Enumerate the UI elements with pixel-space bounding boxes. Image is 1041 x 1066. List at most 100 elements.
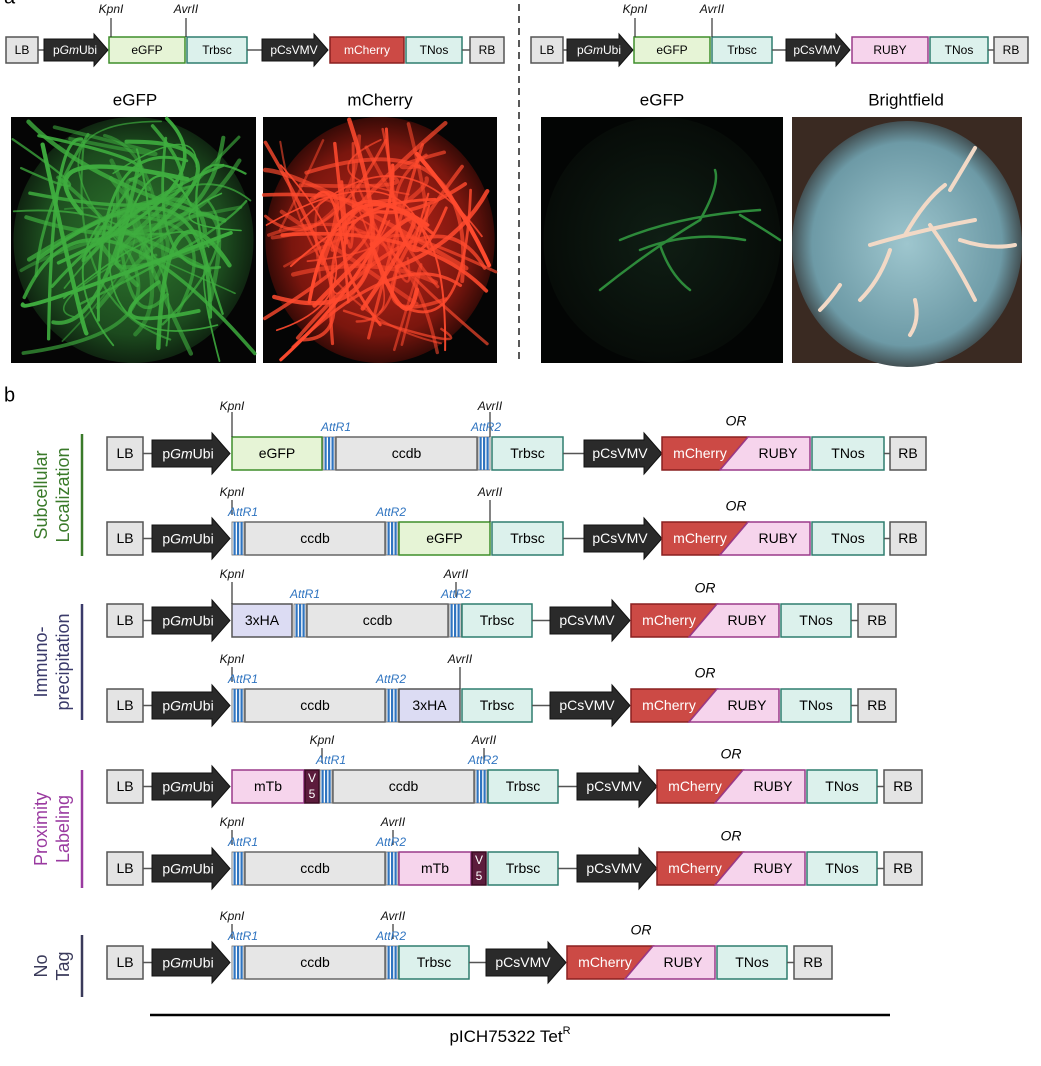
box-rect bbox=[335, 436, 478, 471]
kpni-label: KpnI bbox=[220, 399, 245, 413]
attr2-label: AttR2 bbox=[467, 753, 498, 767]
promoter-label: pCsVMV bbox=[592, 530, 648, 546]
promoter-arrow: pCsVMV bbox=[549, 683, 631, 728]
promoter-label: pCsVMV bbox=[793, 43, 840, 57]
root-strand bbox=[367, 143, 425, 340]
ccdb-box: ccdb bbox=[332, 769, 475, 804]
box-label: LB bbox=[116, 954, 133, 970]
att-site bbox=[231, 851, 245, 886]
root-strand bbox=[112, 143, 198, 175]
att-stripe bbox=[299, 604, 302, 637]
root-strand bbox=[26, 197, 208, 262]
or-label: OR bbox=[721, 828, 742, 844]
box-rect bbox=[231, 436, 323, 471]
or-label: OR bbox=[726, 498, 747, 514]
box-rect bbox=[106, 436, 144, 471]
att-stripe bbox=[240, 522, 243, 555]
rb-box: RB bbox=[793, 945, 833, 980]
rb-box: RB bbox=[889, 521, 927, 556]
box-rect bbox=[306, 603, 449, 638]
box-label: LB bbox=[116, 778, 133, 794]
root-strand bbox=[202, 262, 221, 362]
avrii-label: AvrII bbox=[471, 733, 497, 747]
box-rect bbox=[186, 36, 248, 64]
box-label: Trbsc bbox=[510, 530, 544, 546]
att-stripe bbox=[391, 852, 394, 885]
root-strand bbox=[77, 120, 162, 255]
att-stripe bbox=[394, 946, 397, 979]
box-label: TNos bbox=[945, 43, 974, 57]
root-strand bbox=[393, 263, 423, 352]
avrii-label: AvrII bbox=[173, 2, 199, 16]
att-site bbox=[385, 521, 399, 556]
box-rect bbox=[811, 436, 885, 471]
box-label: Trbsc bbox=[506, 778, 540, 794]
box-rect bbox=[461, 603, 533, 638]
box-rect bbox=[405, 36, 463, 64]
rb-box: RB bbox=[857, 688, 897, 723]
root-strand bbox=[309, 191, 340, 266]
ruby-label: RUBY bbox=[728, 612, 768, 628]
box-rect bbox=[491, 521, 564, 556]
box-label: ccdb bbox=[300, 530, 330, 546]
box-rect bbox=[851, 36, 929, 64]
promoter-label: pGmUbi bbox=[162, 445, 213, 461]
ruby-label: RUBY bbox=[759, 445, 799, 461]
box-label: eGFP bbox=[426, 530, 463, 546]
attr2-label: AttR2 bbox=[440, 587, 471, 601]
box-label: TNos bbox=[735, 954, 768, 970]
ruby-shape bbox=[687, 603, 780, 638]
tnos-box: TNos bbox=[806, 851, 878, 886]
mtb-box: mTb bbox=[398, 851, 472, 886]
root-strand bbox=[61, 207, 136, 342]
att-stripe bbox=[325, 770, 328, 803]
att-stripe bbox=[302, 604, 305, 637]
root-strand bbox=[265, 190, 429, 250]
ruby-shape bbox=[623, 945, 716, 980]
promoter-arrow: pCsVMV bbox=[261, 32, 329, 68]
lb-box: LB bbox=[106, 436, 144, 471]
promoter-label: pCsVMV bbox=[495, 954, 551, 970]
group-subcellular-label-2: Localization bbox=[53, 447, 73, 542]
att-stripe bbox=[233, 689, 236, 722]
avrii-label: AvrII bbox=[443, 567, 469, 581]
box-rect bbox=[106, 945, 144, 980]
arrow-shape bbox=[151, 598, 231, 643]
box-label: ccdb bbox=[363, 612, 393, 628]
root-strand bbox=[279, 140, 442, 345]
root-strand bbox=[903, 183, 947, 237]
box-rect bbox=[889, 521, 927, 556]
or-label: OR bbox=[695, 580, 716, 596]
box-label: mTb bbox=[421, 860, 449, 876]
arrow-shape bbox=[43, 32, 109, 68]
root-strand bbox=[156, 229, 232, 351]
box-label: RB bbox=[898, 530, 917, 546]
root-strand bbox=[658, 243, 692, 292]
attr1-label: AttR1 bbox=[227, 672, 258, 686]
box-rect bbox=[244, 688, 386, 723]
arrow-shape bbox=[151, 764, 231, 809]
mcherry-label: mCherry bbox=[642, 697, 696, 713]
box-rect bbox=[231, 769, 305, 804]
arrow-shape bbox=[261, 32, 329, 68]
ruby-box: RUBY bbox=[851, 36, 929, 64]
box-rect bbox=[716, 945, 788, 980]
root-strand bbox=[128, 280, 201, 321]
att-stripe bbox=[394, 689, 397, 722]
group-proximity-label-1: Proximity bbox=[31, 792, 51, 866]
box-rect bbox=[398, 945, 470, 980]
group-notag-label-1: No bbox=[31, 954, 51, 977]
rb-box: RB bbox=[883, 769, 923, 804]
root-strand bbox=[698, 168, 718, 222]
ccdb-box: ccdb bbox=[244, 945, 386, 980]
box-rect bbox=[883, 769, 923, 804]
box-rect bbox=[857, 603, 897, 638]
arrow-shape bbox=[151, 940, 231, 985]
root-strand bbox=[738, 213, 782, 242]
egfp-box: eGFP bbox=[633, 36, 711, 64]
box-rect bbox=[806, 851, 878, 886]
ha-tag-box: 3xHA bbox=[231, 603, 293, 638]
att-stripe bbox=[391, 689, 394, 722]
kpni-label: KpnI bbox=[220, 909, 245, 923]
